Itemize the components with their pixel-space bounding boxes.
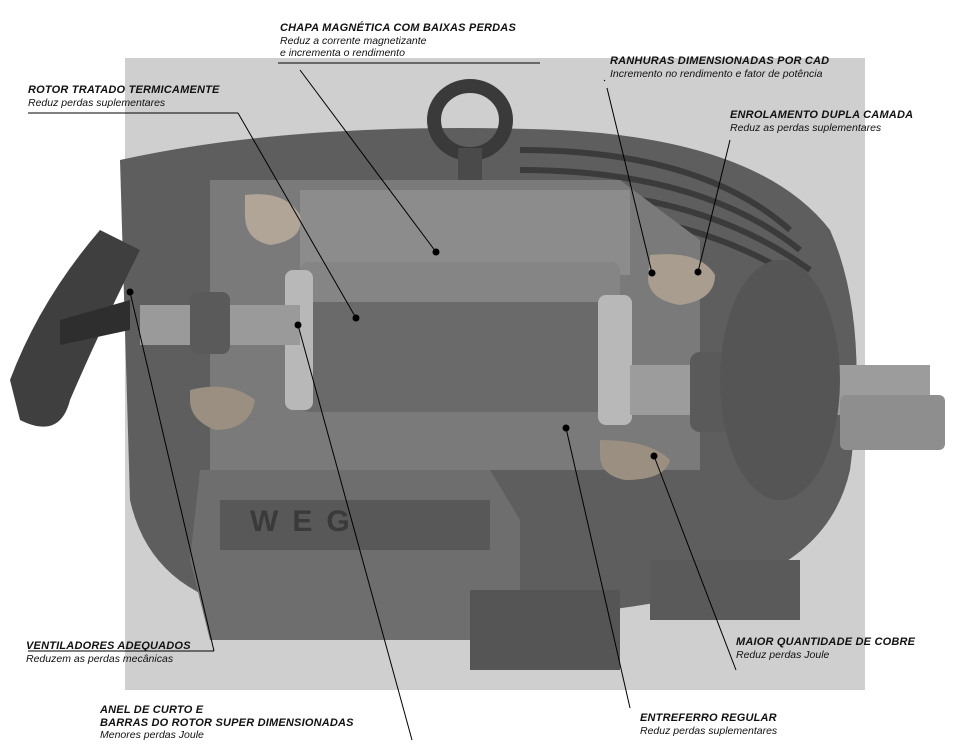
winding-left	[245, 194, 301, 245]
label-ventiladores: VENTILADORES ADEQUADOS Reduzem as perdas…	[26, 640, 191, 665]
label-enrolamento: ENROLAMENTO DUPLA CAMADA Reduz as perdas…	[730, 109, 913, 134]
label-entreferro-title: ENTREFERRO REGULAR	[640, 712, 777, 724]
label-maior-cobre-title: MAIOR QUANTIDADE DE COBRE	[736, 636, 916, 648]
label-ranhuras-title: RANHURAS DIMENSIONADAS POR CAD	[610, 55, 830, 67]
label-anel-title2: BARRAS DO ROTOR SUPER DIMENSIONADAS	[100, 716, 354, 729]
label-chapa: CHAPA MAGNÉTICA COM BAIXAS PERDAS Reduz …	[280, 22, 516, 59]
motor-foot-left	[470, 590, 620, 670]
label-ranhuras-desc: Incremento no rendimento e fator de potê…	[610, 67, 823, 80]
label-ranhuras: RANHURAS DIMENSIONADAS POR CAD Increment…	[610, 55, 829, 80]
label-maior-cobre: MAIOR QUANTIDADE DE COBRE Reduz perdas J…	[736, 636, 915, 661]
leader-ranhuras	[603, 79, 606, 82]
label-rotor-tratado-title: ROTOR TRATADO TERMICAMENTE	[28, 84, 220, 96]
winding-bottom-left	[190, 386, 255, 430]
label-chapa-title: CHAPA MAGNÉTICA COM BAIXAS PERDAS	[280, 22, 516, 34]
label-ventiladores-title: VENTILADORES ADEQUADOS	[26, 640, 191, 652]
motor-foot-right	[650, 560, 800, 620]
bearing-left	[190, 292, 230, 354]
label-maior-cobre-desc: Reduz perdas Joule	[736, 648, 830, 661]
label-anel-title1: ANEL DE CURTO E	[100, 704, 204, 716]
label-enrolamento-title: ENROLAMENTO DUPLA CAMADA	[730, 109, 914, 121]
stator-core	[300, 190, 630, 275]
fan-blades	[60, 300, 130, 345]
label-enrolamento-desc: Reduz as perdas suplementares	[730, 121, 882, 134]
label-entreferro: ENTREFERRO REGULAR Reduz perdas suplemen…	[640, 712, 777, 737]
label-rotor-tratado-desc: Reduz perdas suplementares	[28, 96, 166, 109]
winding-bottom-right	[600, 440, 670, 480]
short-circuit-ring-right	[598, 295, 632, 425]
endshield-right	[720, 260, 840, 500]
label-ventiladores-desc: Reduzem as perdas mecânicas	[26, 652, 174, 665]
label-rotor-tratado: ROTOR TRATADO TERMICAMENTE Reduz perdas …	[28, 84, 220, 109]
label-anel-desc: Menores perdas Joule	[100, 729, 204, 742]
label-anel: ANEL DE CURTO E BARRAS DO ROTOR SUPER DI…	[100, 704, 354, 741]
weg-nameplate: WEG	[250, 505, 364, 538]
leader-lines	[28, 62, 737, 741]
label-chapa-desc1: Reduz a corrente magnetizante	[280, 34, 427, 47]
label-entreferro-desc: Reduz perdas suplementares	[640, 724, 778, 737]
label-chapa-desc2: e incrementa o rendimento	[280, 46, 405, 59]
winding-right	[648, 254, 715, 305]
